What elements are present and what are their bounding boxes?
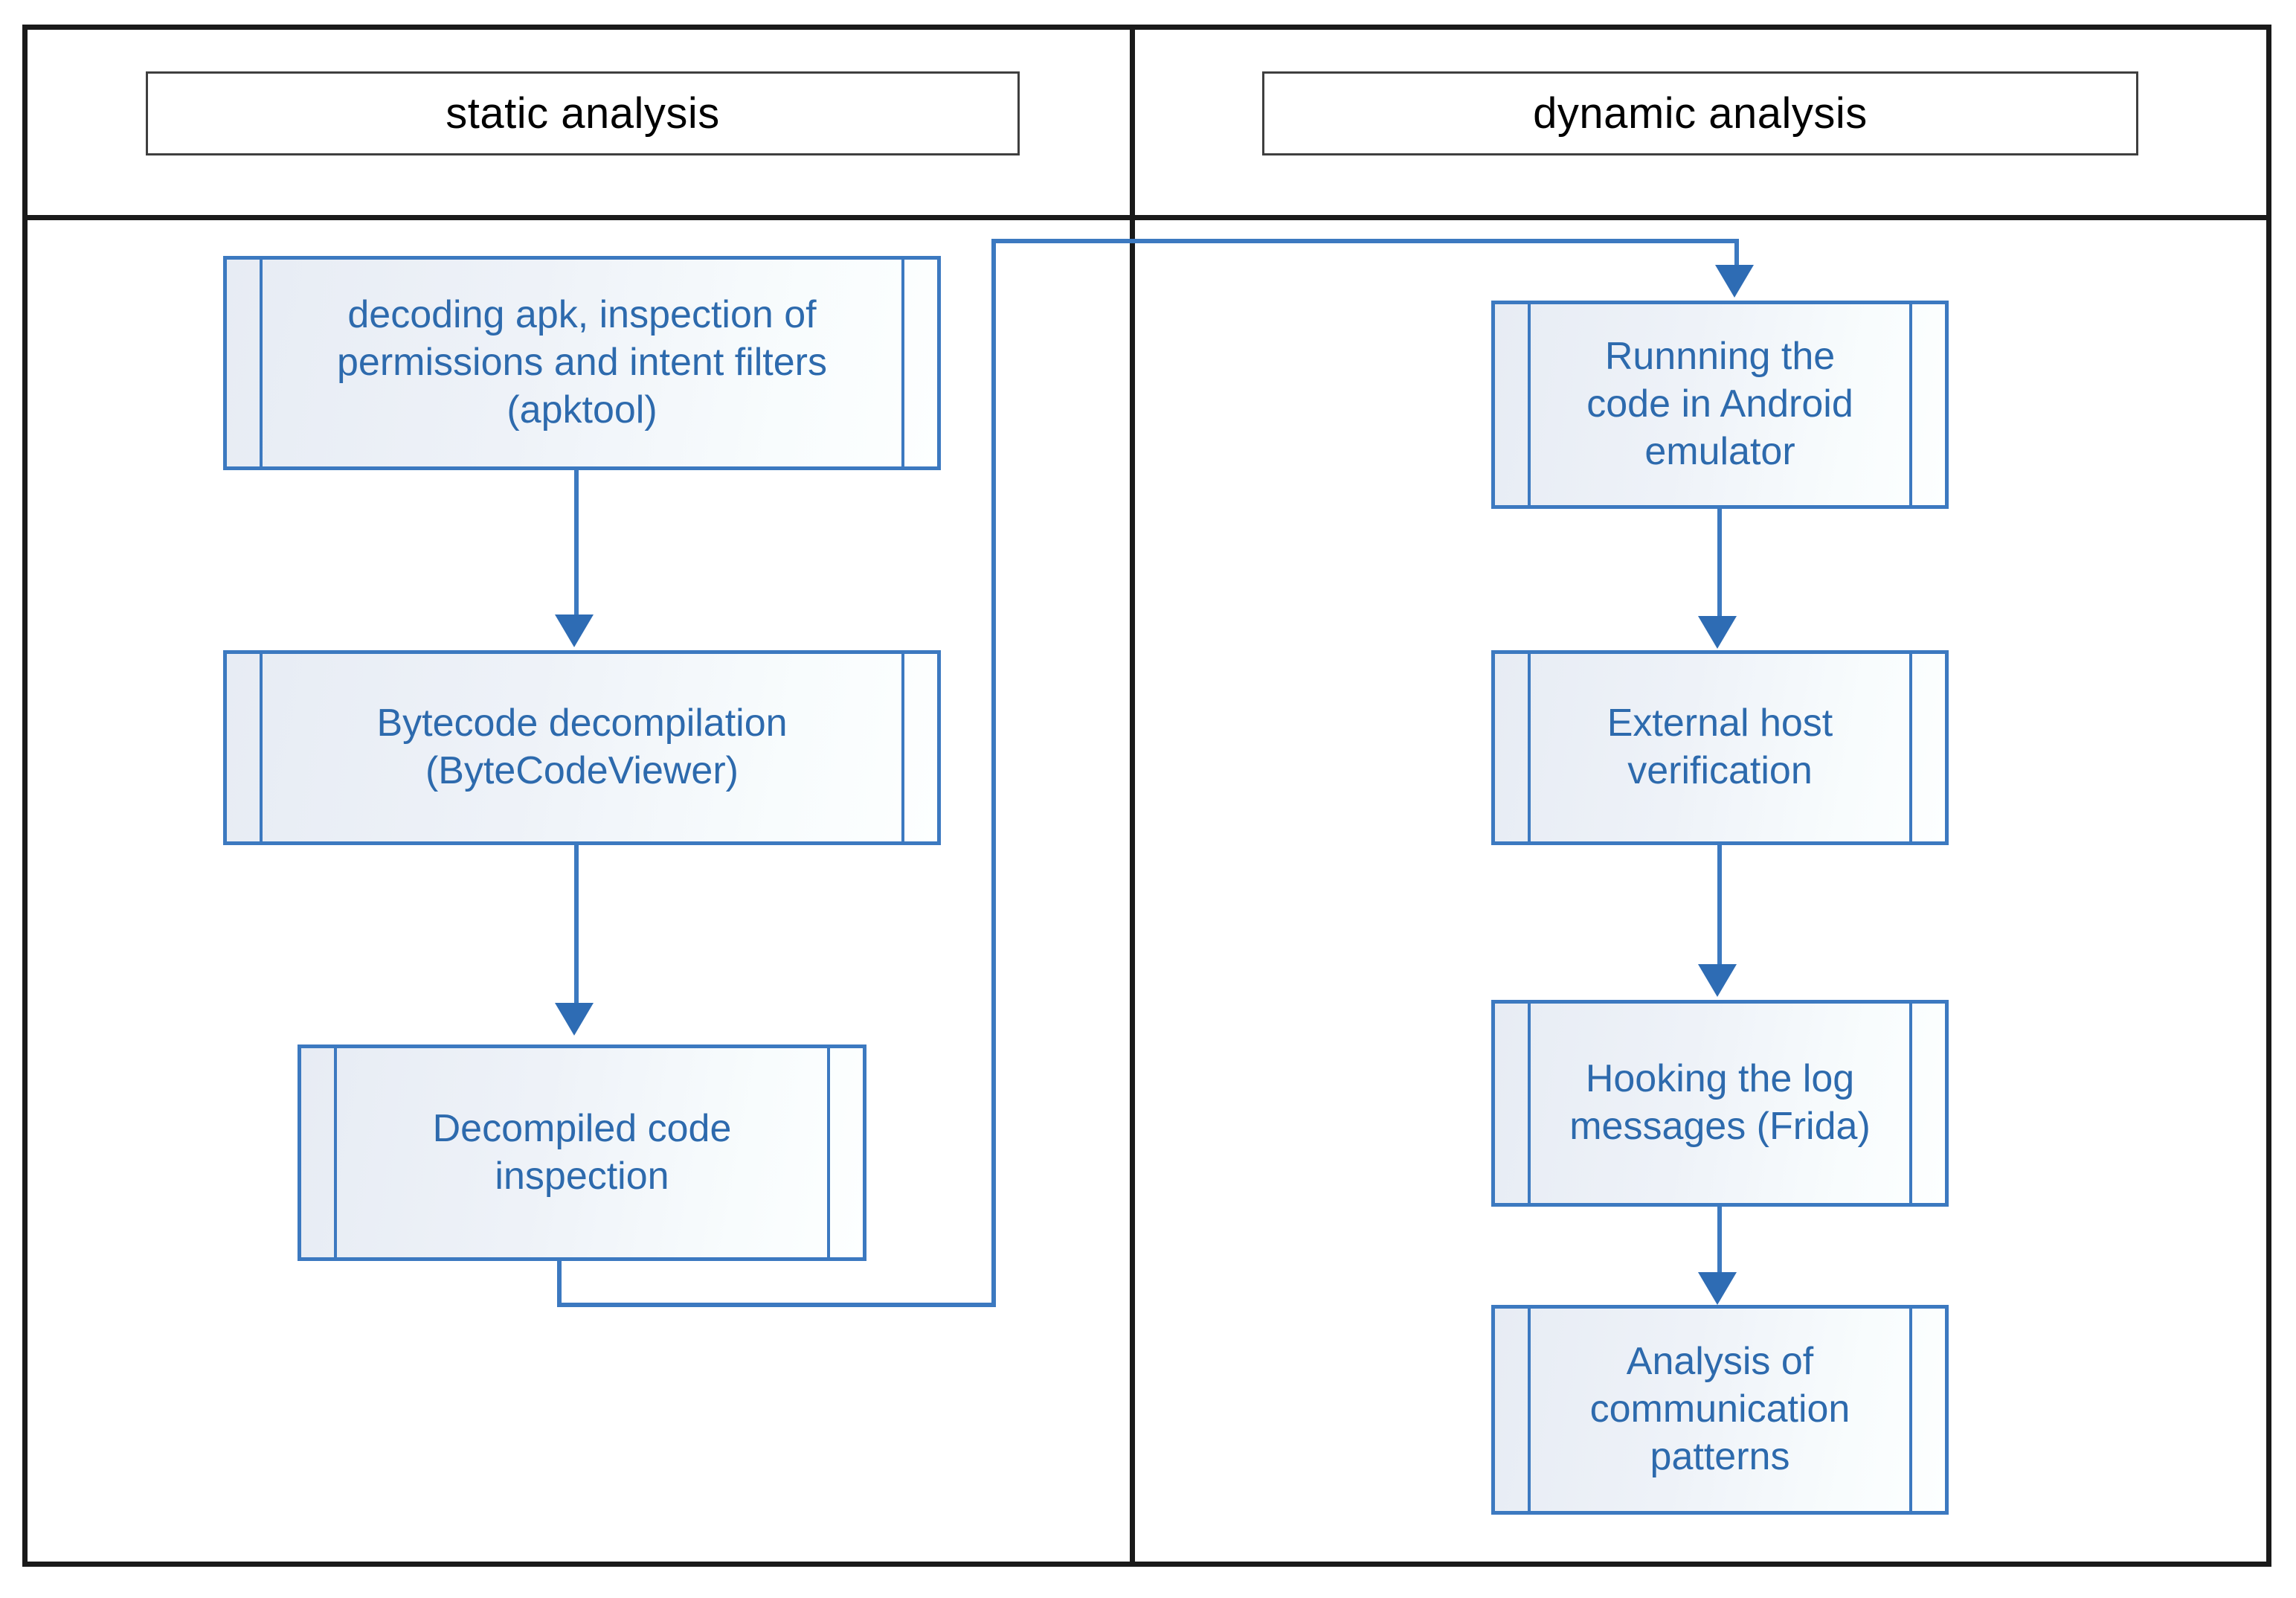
- process-bar-right: [1909, 654, 1912, 841]
- process-bar-left: [260, 260, 263, 466]
- process-bar-right: [1909, 1004, 1912, 1203]
- node-decoding-apk[interactable]: decoding apk, inspection of permissions …: [223, 256, 941, 470]
- arrowhead-down-icon: [1715, 265, 1754, 298]
- connector-cross-lane-segment-across: [991, 239, 1739, 243]
- connector-cross-lane-segment-up: [991, 239, 996, 1307]
- connector-bytecode-to-decompiled: [574, 845, 579, 1005]
- node-label: Decompiled code inspection: [432, 1106, 732, 1198]
- node-label: External host verification: [1607, 702, 1833, 792]
- process-bar-left: [1528, 1004, 1531, 1203]
- lane-header-dynamic-analysis: dynamic analysis: [1262, 71, 2138, 155]
- arrowhead-down-icon: [555, 615, 594, 647]
- arrowhead-down-icon: [1698, 1272, 1737, 1305]
- arrowhead-down-icon: [1698, 616, 1737, 649]
- lane-column-divider: [1130, 25, 1135, 1567]
- connector-cross-lane-segment-down: [557, 1261, 562, 1307]
- process-bar-left: [260, 654, 263, 841]
- node-label: Hooking the log messages (Frida): [1569, 1057, 1871, 1148]
- lane-header-divider: [22, 215, 2271, 220]
- process-bar-right: [827, 1048, 830, 1257]
- connector-emulator-to-host: [1717, 509, 1722, 619]
- connector-decoding-to-bytecode: [574, 470, 579, 619]
- connector-cross-lane-segment-drop: [1734, 239, 1739, 269]
- node-label: decoding apk, inspection of permissions …: [337, 293, 827, 431]
- connector-host-to-hooking: [1717, 845, 1722, 967]
- node-label: Analysis of communication patterns: [1589, 1340, 1850, 1478]
- node-bytecode-decompilation[interactable]: Bytecode decompilation (ByteCodeViewer): [223, 650, 941, 845]
- node-label: Bytecode decompilation (ByteCodeViewer): [376, 702, 788, 792]
- lane-header-static-analysis: static analysis: [146, 71, 1020, 155]
- process-bar-right: [901, 654, 904, 841]
- process-bar-right: [1909, 304, 1912, 505]
- process-bar-right: [1909, 1309, 1912, 1511]
- node-running-code-in-android-emulator[interactable]: Runnning the code in Android emulator: [1491, 301, 1949, 509]
- node-external-host-verification[interactable]: External host verification: [1491, 650, 1949, 845]
- node-decompiled-code-inspection[interactable]: Decompiled code inspection: [298, 1045, 866, 1261]
- node-label: Runnning the code in Android emulator: [1586, 335, 1853, 473]
- process-bar-left: [1528, 654, 1531, 841]
- process-bar-left: [1528, 304, 1531, 505]
- node-analysis-of-communication-patterns[interactable]: Analysis of communication patterns: [1491, 1305, 1949, 1515]
- connector-hooking-to-patterns: [1717, 1207, 1722, 1275]
- process-bar-right: [901, 260, 904, 466]
- process-bar-left: [1528, 1309, 1531, 1511]
- connector-cross-lane-segment-right: [557, 1303, 996, 1307]
- arrowhead-down-icon: [1698, 964, 1737, 997]
- arrowhead-down-icon: [555, 1003, 594, 1036]
- node-hooking-the-log-messages[interactable]: Hooking the log messages (Frida): [1491, 1000, 1949, 1207]
- process-bar-left: [334, 1048, 337, 1257]
